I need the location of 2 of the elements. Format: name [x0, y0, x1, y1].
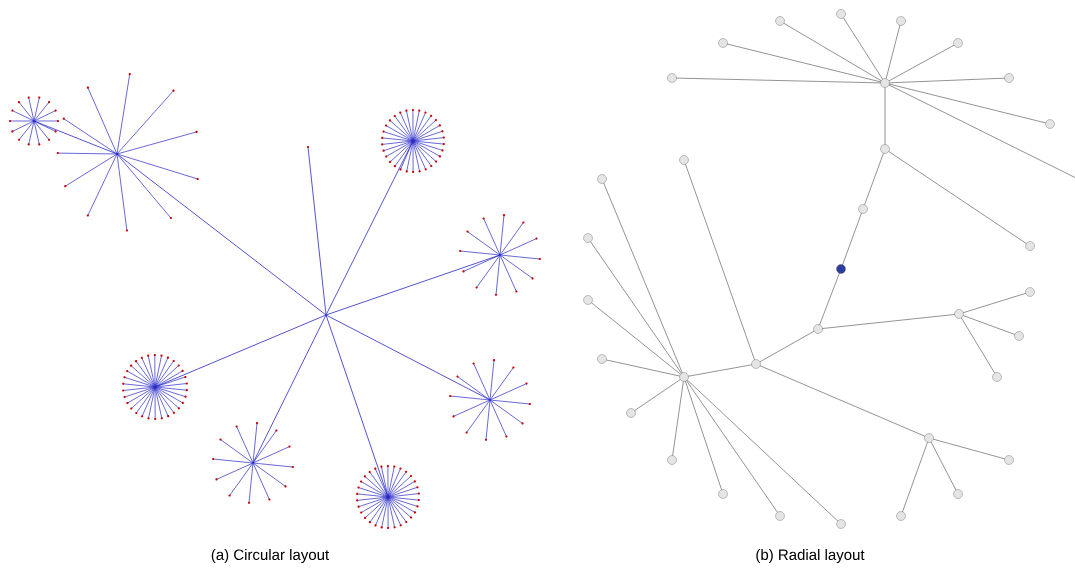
panel-caption: (b) Radial layout [756, 549, 865, 563]
panel-caption: (a) Circular layout [211, 549, 330, 563]
